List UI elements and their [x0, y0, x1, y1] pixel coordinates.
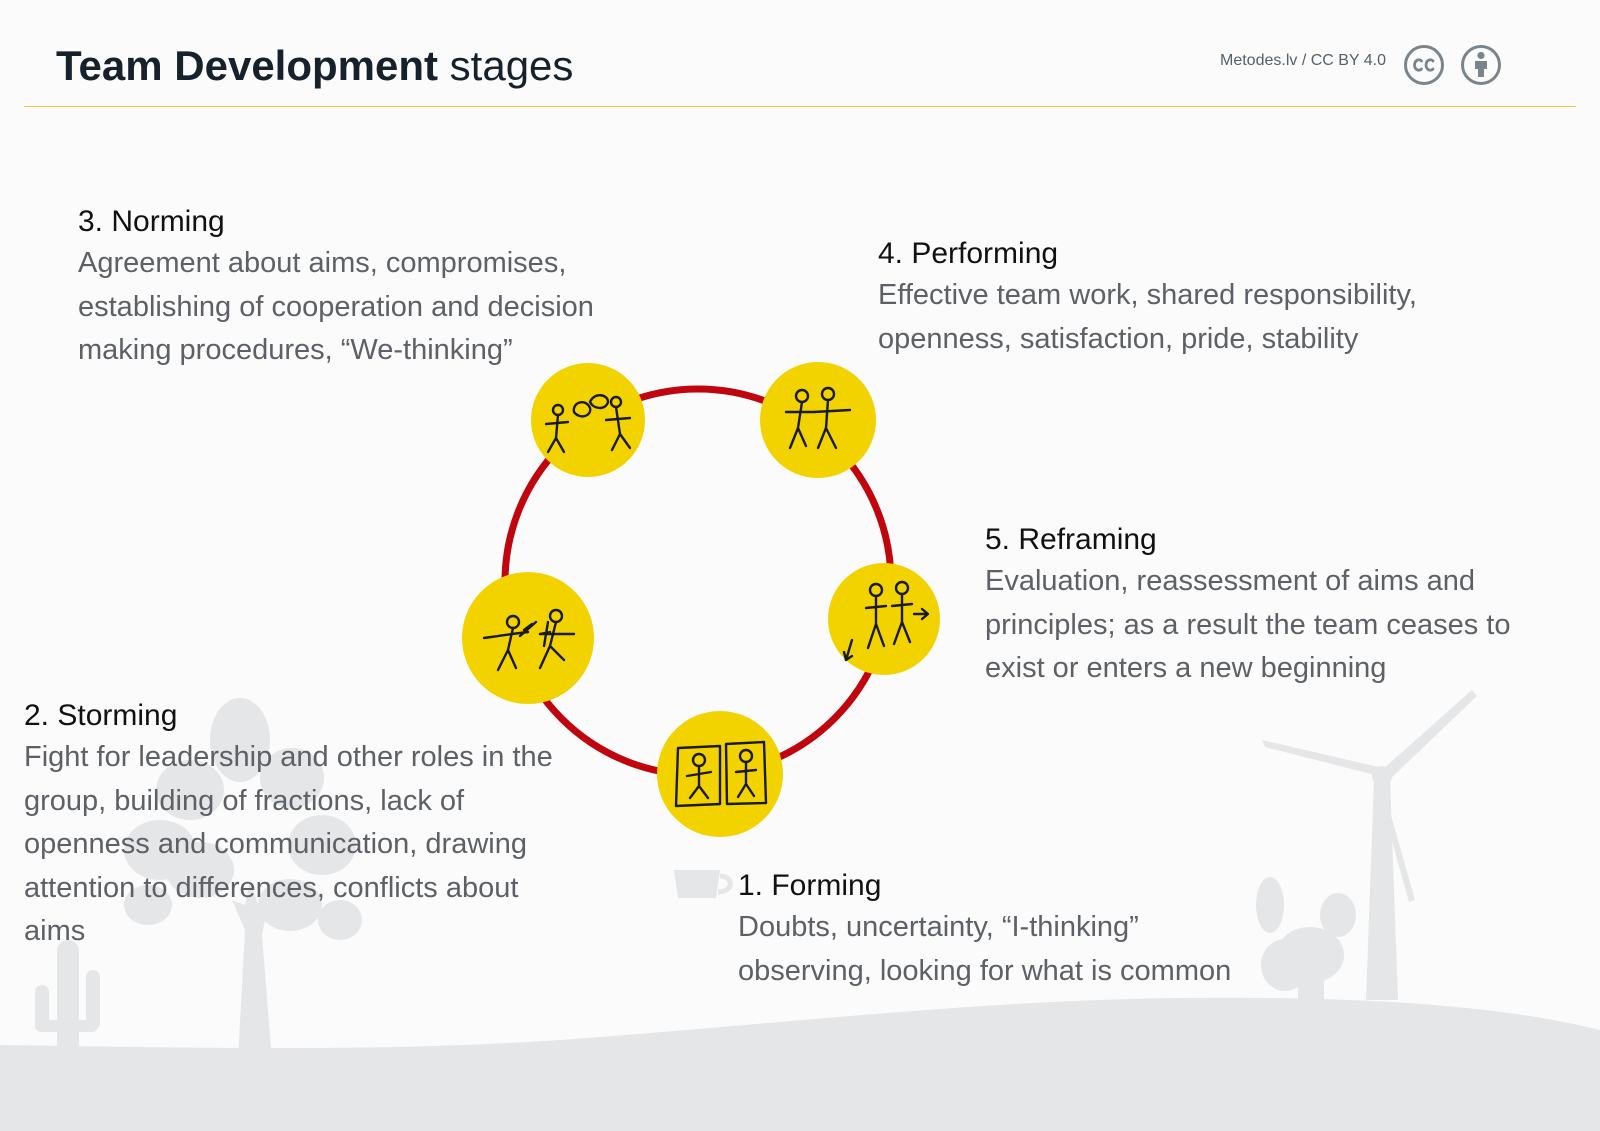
stage-description: Evaluation, reassessment of aims and pri…	[985, 565, 1511, 684]
tree-silhouette	[124, 698, 362, 1060]
page-title-strong: Team Development	[56, 42, 438, 89]
attribution-icon	[1461, 45, 1501, 85]
stage-circle-reframing	[828, 563, 940, 675]
two-framed-figures-icon	[674, 740, 768, 808]
cup-silhouette	[674, 870, 733, 898]
background-landscape	[0, 690, 1600, 1131]
stage-circle-norming	[531, 363, 645, 477]
header-divider	[24, 106, 1576, 107]
attribution-text: Metodes.lv / CC BY 4.0	[1220, 52, 1386, 69]
stage-circle-performing	[760, 362, 876, 478]
cooperating-figures-icon	[784, 386, 852, 450]
stage-title: 1. Forming	[738, 869, 882, 902]
stage-circle-forming	[657, 711, 783, 837]
fighting-figures-icon	[482, 608, 576, 672]
cactus-right	[1256, 877, 1356, 1015]
stage-title: 3. Norming	[78, 205, 225, 238]
stage-reframing: 5. Reframing Evaluation, reassessment of…	[985, 520, 1545, 691]
walking-figures-icon	[842, 580, 930, 662]
page-title-light: stages	[449, 42, 574, 89]
cc-license-icon	[1404, 45, 1444, 85]
stage-performing: 4. Performing Effective team work, share…	[878, 234, 1478, 361]
stage-title: 4. Performing	[878, 237, 1059, 270]
windmill-silhouette	[1262, 690, 1477, 1000]
stage-circle-storming	[462, 572, 594, 704]
stage-title: 2. Storming	[24, 699, 178, 732]
stage-storming: 2. Storming Fight for leadership and oth…	[24, 696, 584, 954]
stage-norming: 3. Norming Agreement about aims, comprom…	[78, 202, 638, 373]
stage-description: Doubts, uncertainty, “I-thinking” observ…	[738, 911, 1232, 987]
stage-forming: 1. Forming Doubts, uncertainty, “I-think…	[738, 866, 1278, 993]
cactus-left	[35, 940, 100, 1065]
talking-figures-icon	[544, 394, 632, 454]
stage-description: Agreement about aims, compromises, estab…	[78, 247, 594, 366]
stage-description: Fight for leadership and other roles in …	[24, 741, 553, 947]
page-title: Team Development stages	[56, 38, 573, 94]
stage-description: Effective team work, shared responsibili…	[878, 279, 1417, 355]
stage-title: 5. Reframing	[985, 523, 1157, 556]
